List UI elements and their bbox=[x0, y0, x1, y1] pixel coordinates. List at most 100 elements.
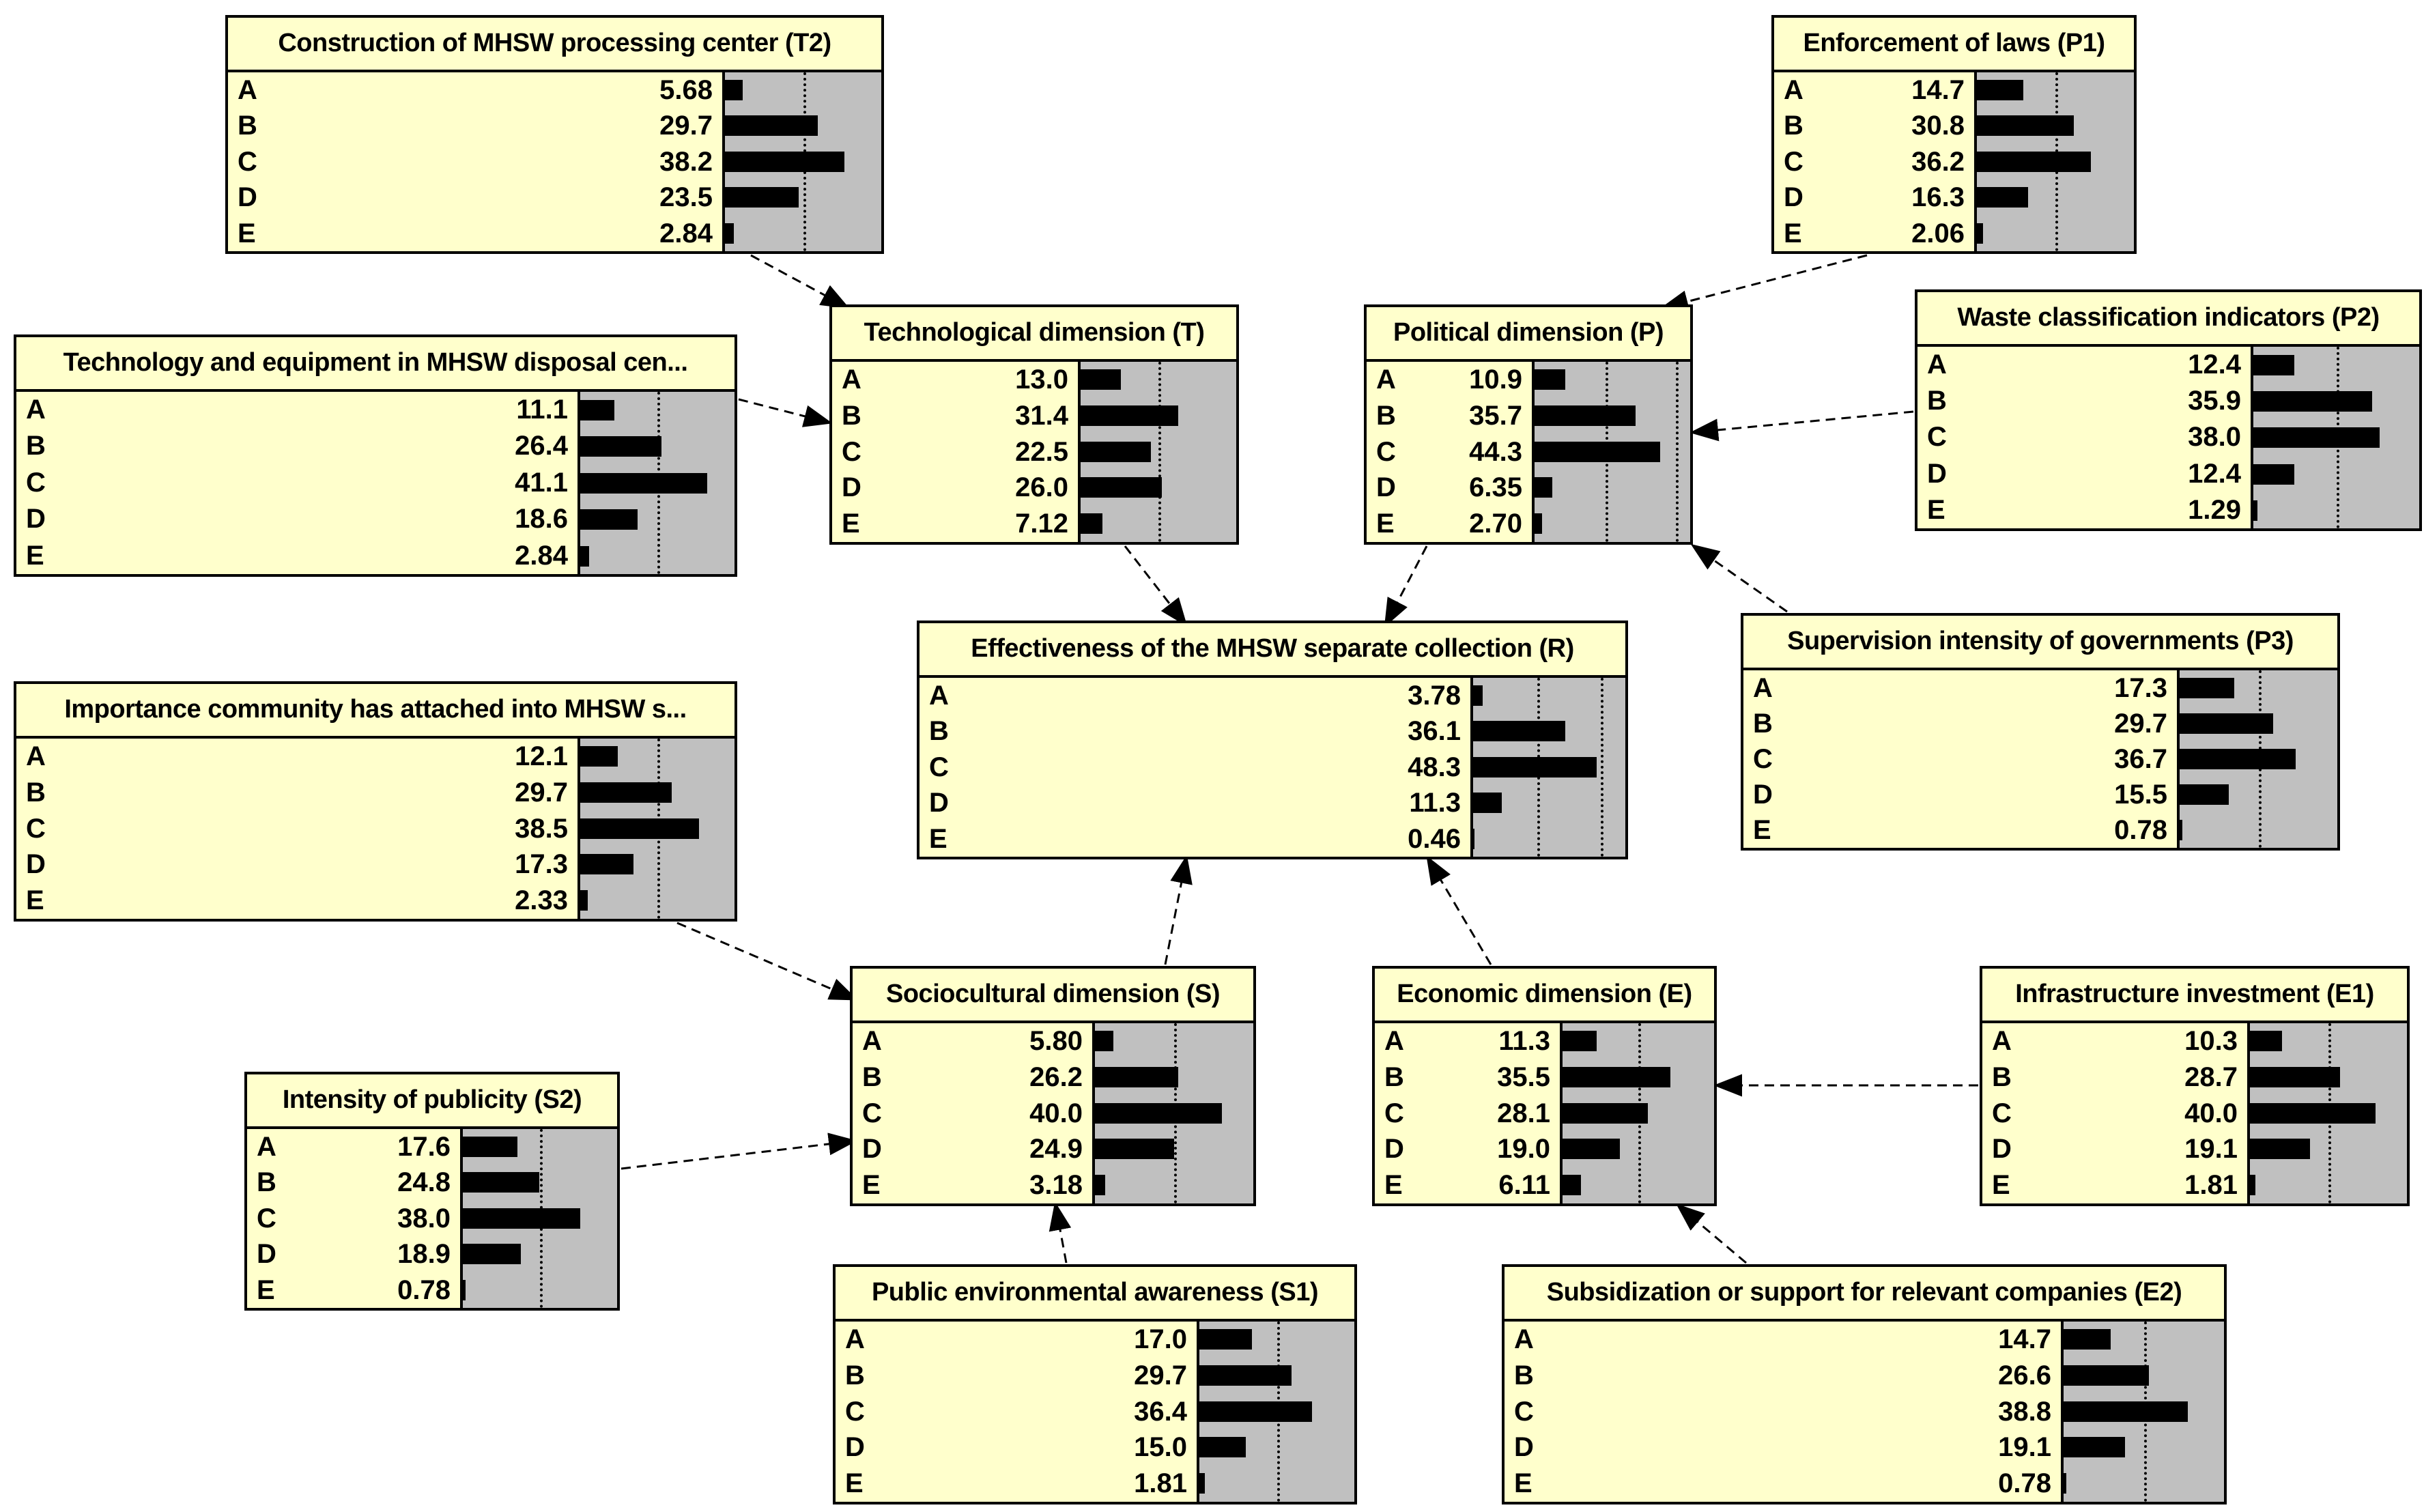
node-title[interactable]: Importance community has attached into M… bbox=[16, 684, 735, 739]
node-title[interactable]: Infrastructure investment (E1) bbox=[1982, 969, 2407, 1023]
node-S3[interactable]: Importance community has attached into M… bbox=[14, 681, 737, 922]
node-R[interactable]: Effectiveness of the MHSW separate colle… bbox=[917, 621, 1628, 859]
node-title[interactable]: Public environmental awareness (S1) bbox=[836, 1267, 1354, 1322]
node-title[interactable]: Economic dimension (E) bbox=[1375, 969, 1714, 1023]
node-title[interactable]: Construction of MHSW processing center (… bbox=[228, 18, 881, 72]
node-title[interactable]: Political dimension (P) bbox=[1367, 307, 1690, 362]
node-title[interactable]: Subsidization or support for relevant co… bbox=[1505, 1267, 2224, 1322]
node-P3[interactable]: Supervision intensity of governments (P3… bbox=[1741, 613, 2340, 851]
node-title[interactable]: Technological dimension (T) bbox=[832, 307, 1236, 362]
node-E2[interactable]: Subsidization or support for relevant co… bbox=[1502, 1264, 2227, 1504]
node-T2[interactable]: Construction of MHSW processing center (… bbox=[225, 15, 884, 254]
node-title[interactable]: Effectiveness of the MHSW separate colle… bbox=[919, 623, 1625, 678]
node-T1[interactable]: Technology and equipment in MHSW disposa… bbox=[14, 334, 737, 577]
node-title[interactable]: Technology and equipment in MHSW disposa… bbox=[16, 337, 735, 392]
node-title[interactable]: Sociocultural dimension (S) bbox=[853, 969, 1253, 1023]
node-title[interactable]: Supervision intensity of governments (P3… bbox=[1743, 616, 2337, 670]
node-title[interactable]: Waste classification indicators (P2) bbox=[1917, 292, 2419, 347]
